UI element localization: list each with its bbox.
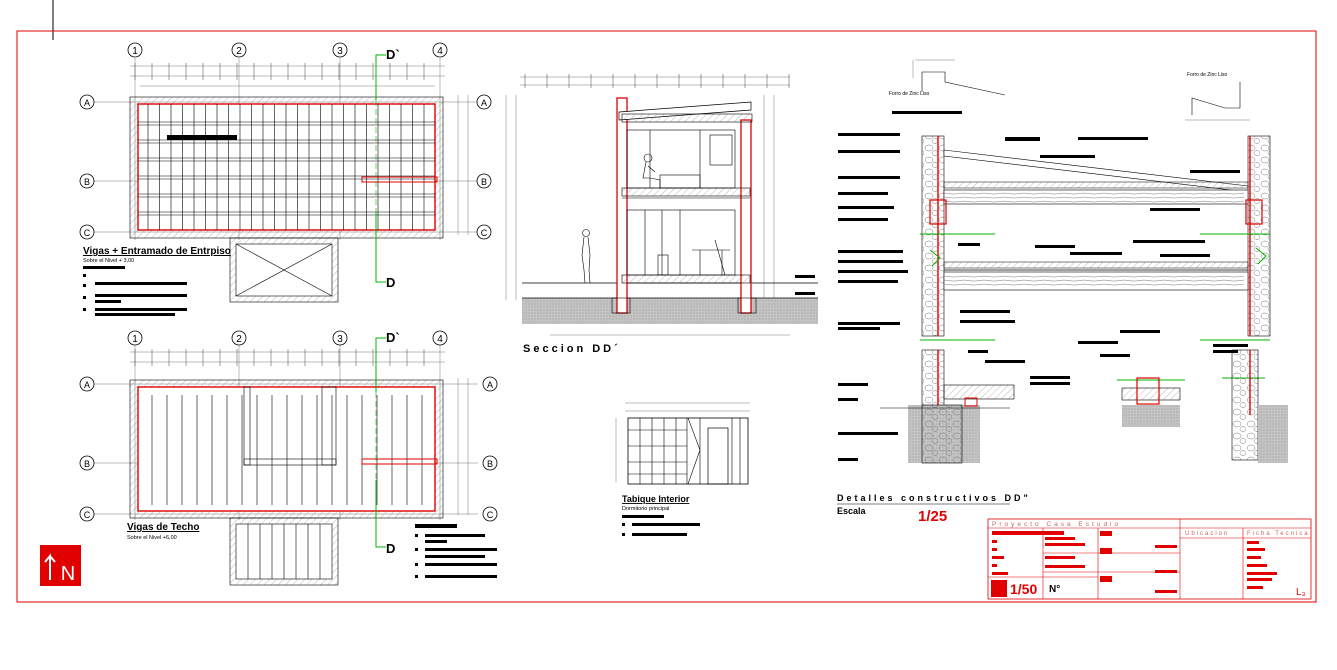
north-letter: N [61, 563, 75, 585]
plan-floor-title: Vigas + Entramado de Entrpiso [83, 246, 231, 257]
section-title: Seccion DD´ [523, 343, 621, 355]
tb-project: Proyecto Casa Estudio [992, 521, 1121, 528]
roof-axis-3-label: 3 [337, 334, 343, 345]
roof-axis-4-label: 4 [437, 334, 443, 345]
axis-c-left: C [84, 228, 91, 238]
sheet-border [16, 30, 1317, 603]
axis-b-right: B [481, 177, 487, 187]
plan-floor-level: Sobre el Nivel + 3,00 [83, 258, 134, 264]
axis-3-label: 3 [337, 46, 343, 57]
axis-a-right: A [481, 98, 487, 108]
construction-details: Forro de Zinc Liso Forro de Zinc Liso [837, 59, 1288, 525]
axis-1-label: 1 [132, 46, 138, 57]
roof-cut-mark-bottom: D [386, 541, 395, 556]
roof-cut-mark-top: D` [386, 330, 400, 345]
details-scale-value: 1/25 [918, 508, 947, 525]
plan-roof-caption: Vigas de Techo Sobre el Nivel +6,00 [127, 522, 497, 578]
tb-number-label: N° [1049, 584, 1060, 595]
grid-bubbles-floor: 1 2 3 4 A B C A B C [79, 42, 492, 240]
note-zinc-a: Forro de Zinc Liso [889, 91, 930, 97]
plan-floor-beams [94, 58, 478, 303]
details-title: Detalles constructivos DD" [837, 493, 1031, 503]
roof-axis-b-left: B [84, 459, 90, 469]
section-dd: Seccion DD´ [505, 74, 818, 355]
axis-a-left: A [84, 98, 90, 108]
title-block: Proyecto Casa Estudio Ubicacion Ficha Te… [987, 518, 1312, 600]
north-arrow-icon: N [40, 545, 81, 586]
plan-roof-level: Sobre el Nivel +6,00 [127, 535, 177, 541]
tb-sheet-header: Ficha Tecnica [1247, 531, 1310, 537]
tb-location: Ubicacion [1185, 531, 1229, 537]
axis-2-label: 2 [236, 46, 242, 57]
tb-scale: 1/50 [1010, 581, 1037, 597]
axis-b-left: B [84, 177, 90, 187]
tb-sheet-code: L₃ [1296, 587, 1306, 598]
partition-subtitle: Dormitorio principal [622, 506, 669, 512]
roof-axis-1-label: 1 [132, 334, 138, 345]
roof-axis-2-label: 2 [236, 334, 242, 345]
roof-axis-a-right: A [487, 380, 493, 390]
grid-bubbles-roof: 1 2 3 4 A B C A B C [79, 330, 498, 522]
cut-mark-bottom: D [386, 275, 395, 290]
axis-4-label: 4 [437, 46, 443, 57]
roof-axis-a-left: A [84, 380, 90, 390]
roof-axis-b-right: B [487, 459, 493, 469]
section-cut-roof: D` D [375, 330, 400, 556]
details-scale-label: Escala [837, 506, 867, 516]
partition-title: Tabique Interior [622, 494, 690, 504]
plan-roof-title: Vigas de Techo [127, 522, 199, 533]
section-cut-floor: D` D [375, 47, 400, 290]
cut-mark-top: D` [386, 47, 400, 62]
interior-partition: Tabique Interior Dormitorio principal [615, 402, 750, 536]
plan-floor-caption: Vigas + Entramado de Entrpiso Sobre el N… [83, 246, 231, 316]
roof-axis-c-left: C [84, 510, 91, 520]
note-zinc-b: Forro de Zinc Liso [1187, 72, 1228, 78]
plan-roof-beams [94, 344, 478, 586]
roof-axis-c-right: C [487, 510, 494, 520]
axis-c-right: C [481, 228, 488, 238]
